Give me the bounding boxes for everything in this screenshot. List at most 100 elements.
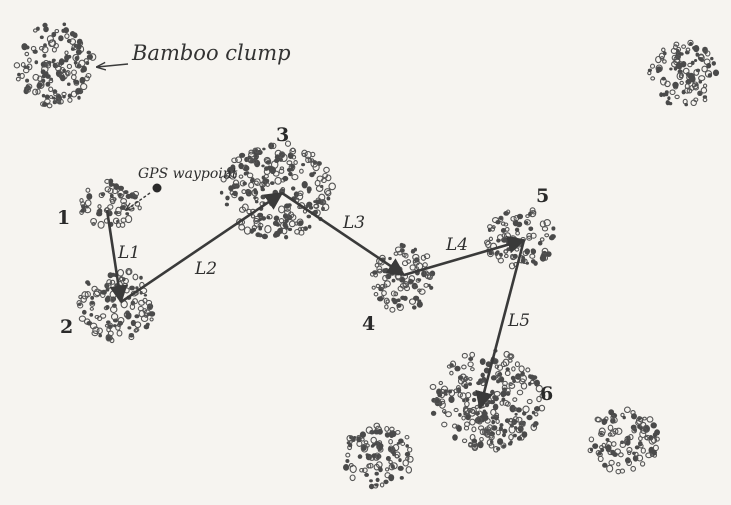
clump-stipple xyxy=(502,444,506,448)
clump-stipple xyxy=(67,97,73,103)
clump-stipple xyxy=(77,302,84,309)
clump-stipple xyxy=(306,186,312,193)
clump-stipple xyxy=(471,438,478,444)
clump-stipple xyxy=(265,182,270,187)
clump-stipple xyxy=(522,411,527,416)
clump-stipple xyxy=(702,83,708,89)
clump-stipple xyxy=(298,220,304,226)
clump-stipple xyxy=(529,374,535,380)
clump-stipple xyxy=(42,102,48,107)
clump-number-2: 2 xyxy=(60,316,73,338)
clump-stipple xyxy=(464,386,468,389)
clump-stipple xyxy=(483,428,491,436)
clump-stipple xyxy=(75,49,82,55)
clump-stipple xyxy=(252,159,258,164)
clump-stipple xyxy=(325,174,332,182)
clump-stipple xyxy=(393,251,399,256)
clump-stipple xyxy=(507,353,515,360)
clump-stipple xyxy=(36,82,42,89)
clump-stipple xyxy=(90,217,98,225)
clump-stipple xyxy=(96,211,103,217)
clump-stipple xyxy=(461,352,468,359)
clump-stipple xyxy=(19,72,25,79)
clump-stipple xyxy=(467,407,473,413)
bamboo-clump-4 xyxy=(369,242,436,313)
clump-stipple xyxy=(117,189,125,198)
clump-stipple xyxy=(625,439,631,446)
clump-stipple xyxy=(502,428,508,434)
clump-stipple xyxy=(73,79,80,85)
clump-stipple xyxy=(254,147,262,154)
clump-stipple xyxy=(463,425,470,431)
clump-stipple xyxy=(706,62,712,69)
bamboo-clump-legend xyxy=(13,22,97,109)
clump-stipple xyxy=(123,190,129,195)
clump-stipple xyxy=(539,254,547,262)
clump-stipple xyxy=(273,215,280,222)
clump-stipple xyxy=(375,453,381,460)
clump-stipple xyxy=(117,316,125,324)
clump-stipple xyxy=(125,312,132,320)
bamboo-clump-1 xyxy=(79,178,142,229)
clump-stipple xyxy=(34,60,39,65)
clump-stipple xyxy=(63,27,69,34)
clump-stipple xyxy=(502,380,508,387)
clump-stipple xyxy=(601,442,607,448)
clump-stipple xyxy=(505,367,510,372)
clump-stipple xyxy=(551,226,556,231)
clump-stipple xyxy=(376,265,383,273)
clump-stipple xyxy=(656,69,660,74)
clump-stipple xyxy=(526,232,533,239)
clump-stipple xyxy=(693,97,699,102)
clump-stipple xyxy=(315,199,322,205)
clump-stipple xyxy=(510,215,517,222)
clump-stipple xyxy=(533,260,538,266)
clump-stipple xyxy=(399,242,404,248)
clump-stipple xyxy=(266,215,271,220)
clump-stipple xyxy=(650,436,658,444)
clump-stipple xyxy=(132,273,139,281)
clump-stipple xyxy=(703,50,708,55)
clump-stipple xyxy=(125,212,130,216)
clump-stipple xyxy=(512,397,518,402)
clump-stipple xyxy=(471,442,478,447)
clump-stipple xyxy=(600,447,605,453)
clump-stipple xyxy=(394,454,400,459)
clump-stipple xyxy=(500,361,508,368)
clump-stipple xyxy=(515,230,520,236)
clump-stipple xyxy=(325,190,332,197)
clump-stipple xyxy=(416,301,423,308)
clump-stipple xyxy=(261,175,265,180)
clump-stipple xyxy=(503,211,510,216)
clump-stipple xyxy=(664,80,671,88)
clump-stipple xyxy=(100,289,107,295)
clump-stipple xyxy=(293,160,298,165)
clump-stipple xyxy=(359,431,366,439)
clump-stipple xyxy=(250,214,256,219)
clump-stipple xyxy=(78,294,83,300)
clump-stipple xyxy=(440,385,449,395)
clump-stipple xyxy=(469,351,476,358)
clump-stipple xyxy=(123,287,130,294)
clump-stipple xyxy=(453,407,459,413)
clump-stipple xyxy=(66,63,73,70)
clump-stipple xyxy=(467,361,474,368)
clump-stipple xyxy=(486,439,494,446)
clump-stipple xyxy=(70,47,75,51)
clump-stipple xyxy=(390,290,397,297)
clump-stipple xyxy=(85,72,92,79)
clump-stipple xyxy=(274,154,280,161)
clump-stipple xyxy=(492,403,499,411)
clump-stipple xyxy=(605,438,610,442)
clump-stipple xyxy=(375,477,380,483)
clump-stipple xyxy=(346,435,353,442)
clump-stipple xyxy=(238,174,244,179)
clump-stipple xyxy=(128,334,135,341)
clump-stipple xyxy=(598,430,605,437)
clump-stipple xyxy=(79,76,86,84)
clump-stipple xyxy=(606,464,614,473)
clump-stipple xyxy=(86,282,91,286)
clump-stipple xyxy=(306,214,312,219)
clump-stipple xyxy=(248,149,254,155)
clump-stipple xyxy=(129,303,136,310)
